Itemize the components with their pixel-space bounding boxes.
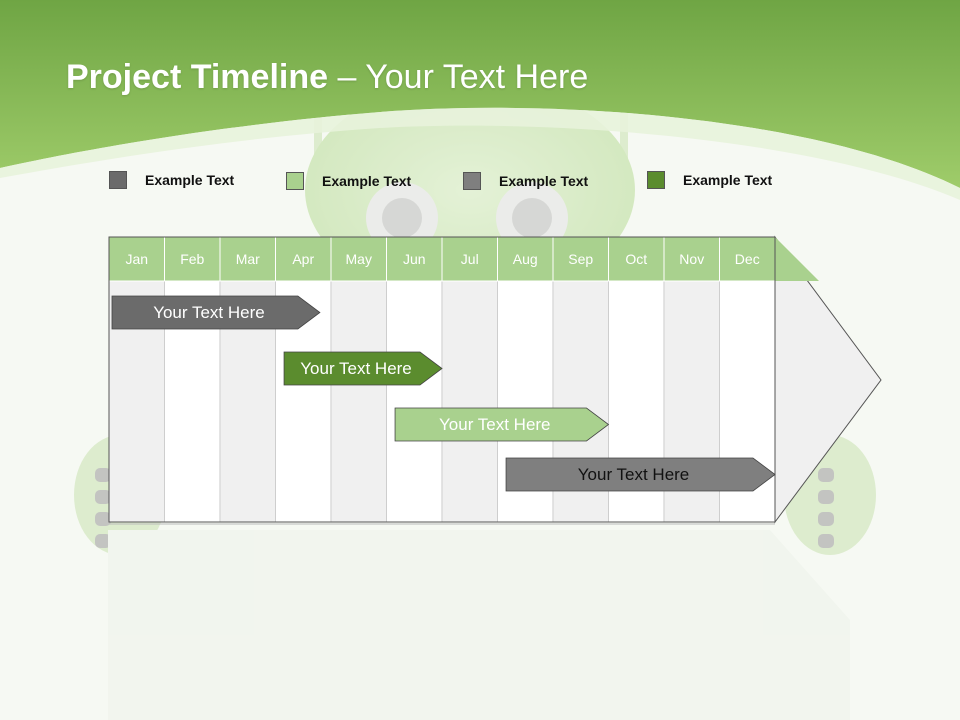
month-label-jun: Jun	[402, 251, 426, 267]
legend-swatch-mid-gray	[463, 172, 481, 190]
task-bar-label-1: Your Text Here	[153, 302, 265, 322]
month-label-sep: Sep	[568, 251, 594, 267]
month-header-cell	[275, 236, 332, 282]
title-rest: – Your Text Here	[328, 58, 589, 96]
page-title: Project Timeline – Your Text Here	[66, 58, 588, 97]
legend-item-3: Example Text	[463, 172, 588, 190]
month-label-oct: Oct	[625, 251, 648, 267]
task-bar-4	[505, 457, 776, 492]
legend-label: Example Text	[683, 172, 773, 188]
header-band	[0, 0, 960, 188]
task-bar-2	[283, 351, 443, 386]
legend-item-1: Example Text	[109, 171, 234, 189]
legend-swatch-dark-green	[647, 171, 665, 189]
month-label-nov: Nov	[679, 251, 705, 267]
timeline-chart	[108, 235, 882, 525]
month-header-cell	[386, 236, 443, 282]
task-bar-label-4: Your Text Here	[577, 464, 690, 484]
month-header-cell	[663, 236, 720, 282]
arrow-head-header	[775, 237, 819, 281]
month-column	[330, 280, 387, 523]
task-bar-label-2: Your Text Here	[300, 358, 412, 378]
header-swoosh	[0, 107, 960, 200]
month-header-cell	[219, 236, 276, 282]
month-label-mar: Mar	[235, 251, 260, 267]
month-label-feb: Feb	[180, 251, 205, 267]
month-column	[386, 280, 443, 523]
month-header-cell	[608, 236, 665, 282]
month-header-cell	[497, 236, 554, 282]
legend-label: Example Text	[145, 172, 235, 188]
month-header-cell	[330, 236, 387, 282]
legend-item-4: Example Text	[647, 171, 772, 189]
legend-swatch-dark-gray	[109, 171, 127, 189]
legend-swatch-light-green	[286, 172, 304, 190]
task-bar-label-3: Your Text Here	[439, 414, 551, 434]
month-label-dec: Dec	[734, 251, 760, 267]
month-label-apr: Apr	[292, 251, 315, 267]
month-header-cell	[108, 236, 165, 282]
task-bar-3	[394, 407, 610, 442]
month-column	[441, 280, 498, 523]
legend-item-2: Example Text	[286, 172, 411, 190]
legend-label: Example Text	[499, 173, 589, 189]
month-label-aug: Aug	[512, 251, 538, 267]
month-header-cell	[552, 236, 609, 282]
month-label-jan: Jan	[125, 251, 149, 267]
task-bar-1	[111, 295, 321, 330]
month-label-jul: Jul	[460, 251, 479, 267]
title-bold: Project Timeline	[66, 58, 329, 96]
legend-label: Example Text	[322, 173, 412, 189]
timeline-frame	[108, 236, 776, 523]
month-header-cell	[441, 236, 498, 282]
month-label-may: May	[345, 251, 372, 267]
